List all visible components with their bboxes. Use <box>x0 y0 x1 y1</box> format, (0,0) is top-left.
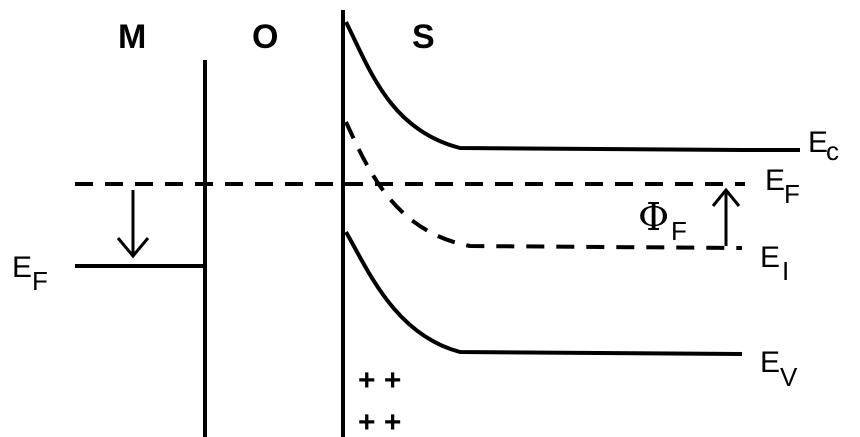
ec-label-main: E <box>808 126 828 159</box>
ev-label-main: E <box>760 346 780 379</box>
oxide-region-label: O <box>252 18 278 56</box>
semiconductor-region-label: S <box>412 18 435 56</box>
up-arrowhead-icon <box>711 187 741 207</box>
metal-region-label: M <box>118 18 146 56</box>
phi-f-subscript: F <box>671 216 687 246</box>
phi-f-symbol: Φ <box>638 195 669 239</box>
ec-label-sub: c <box>826 136 839 166</box>
positive-charges-row-2: + + <box>358 406 401 437</box>
intrinsic-level <box>344 121 743 250</box>
conduction-band <box>344 21 800 152</box>
ef-metal-label-sub: F <box>32 266 48 296</box>
positive-charges-row-1: + + <box>358 364 401 397</box>
ei-label-sub: I <box>782 256 789 286</box>
ev-label-sub: V <box>780 362 798 392</box>
ef-semiconductor-label-sub: F <box>784 179 800 209</box>
down-arrowhead-icon <box>116 237 150 259</box>
ef-metal-label-main: E <box>12 251 32 284</box>
valence-band <box>344 230 743 356</box>
ef-semiconductor-label-main: E <box>765 164 785 197</box>
ei-label-main: E <box>760 241 780 274</box>
